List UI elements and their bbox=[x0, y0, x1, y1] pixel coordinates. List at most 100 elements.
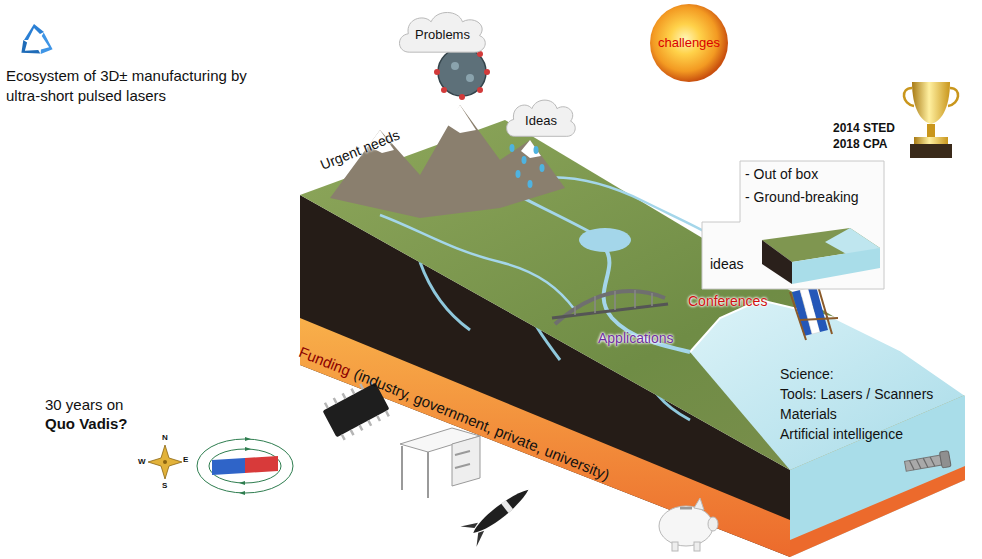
magnet-icon bbox=[197, 437, 293, 495]
snow-cap bbox=[521, 140, 541, 158]
rocket-fin bbox=[470, 529, 489, 547]
river bbox=[380, 215, 575, 310]
question-line: 30 years on bbox=[45, 396, 123, 414]
sun-disc bbox=[650, 4, 728, 82]
desk-legs bbox=[402, 446, 470, 498]
piggy-body bbox=[659, 506, 713, 546]
trophy-handle bbox=[904, 88, 958, 106]
snow-cap bbox=[446, 105, 476, 133]
compass-letter: E bbox=[183, 455, 188, 465]
question-line: Quo Vadis? bbox=[45, 415, 128, 433]
raindrop bbox=[522, 156, 527, 164]
science-item: Artificial intelligence bbox=[780, 426, 903, 443]
rocket-band bbox=[501, 500, 513, 513]
coast-foam bbox=[690, 300, 965, 395]
raindrop bbox=[516, 170, 521, 178]
sea-surface bbox=[690, 300, 965, 470]
virus-spike bbox=[484, 69, 490, 75]
trophy-base bbox=[914, 137, 948, 144]
piggy-leg bbox=[694, 542, 700, 551]
inset-text: - Ground-breaking bbox=[745, 189, 859, 206]
beach-label: Conferences bbox=[688, 293, 767, 310]
raindrop bbox=[534, 146, 539, 154]
raindrop bbox=[510, 144, 515, 152]
magnet-north bbox=[245, 456, 278, 473]
science-heading: Science: bbox=[780, 366, 834, 383]
virus-spike bbox=[477, 87, 483, 93]
challenge-sun: challenges bbox=[648, 3, 730, 83]
piggy-ear bbox=[694, 498, 704, 510]
problem-cloud: Problems bbox=[395, 8, 490, 54]
inset-panel: - Out of box - Ground-breaking ideas bbox=[700, 160, 885, 290]
deck-chair-icon bbox=[790, 286, 838, 340]
node-label: Problems bbox=[415, 27, 470, 43]
compass-letter: N bbox=[162, 433, 168, 443]
mini-sea-face bbox=[792, 248, 880, 284]
piggy-leg bbox=[672, 542, 678, 551]
award-year: 2014 STED bbox=[833, 121, 895, 135]
compass-rose bbox=[148, 445, 182, 479]
piggy-bank-icon bbox=[659, 498, 718, 551]
inset-text: ideas bbox=[710, 256, 743, 273]
bridge-icon bbox=[552, 290, 668, 324]
magnet-south bbox=[212, 458, 245, 475]
compass-icon bbox=[148, 445, 182, 479]
piggy-slot bbox=[680, 507, 692, 510]
field-arrow bbox=[245, 437, 251, 441]
inset-text: - Out of box bbox=[745, 166, 818, 183]
desk-icon bbox=[400, 428, 480, 498]
field-arrow bbox=[239, 491, 245, 495]
trophy-stem bbox=[927, 124, 935, 138]
field-line bbox=[197, 439, 293, 493]
field-line bbox=[209, 449, 281, 483]
bridge-label: Applications bbox=[598, 330, 674, 347]
bridge-strut bbox=[575, 290, 652, 315]
virus-spike bbox=[459, 94, 465, 100]
compass-letter: W bbox=[138, 457, 146, 467]
idea-cloud: Ideas bbox=[503, 96, 579, 138]
rocket-icon bbox=[460, 480, 536, 547]
lava-band bbox=[790, 466, 965, 557]
rocket-fin bbox=[460, 517, 479, 535]
virus-spike bbox=[441, 87, 447, 93]
science-item: Materials bbox=[780, 406, 837, 423]
virus-spot bbox=[466, 74, 474, 82]
lake bbox=[579, 228, 631, 252]
node-label: Ideas bbox=[525, 113, 557, 129]
screw-shaft bbox=[905, 455, 942, 471]
compass-center bbox=[163, 460, 167, 464]
science-item: Tools: Lasers / Scanners bbox=[780, 386, 933, 403]
piggy-snout bbox=[708, 517, 718, 531]
raindrop bbox=[540, 164, 545, 172]
trophy-cup bbox=[912, 82, 950, 124]
trophy-plinth bbox=[910, 144, 952, 158]
screw-thread bbox=[909, 456, 934, 470]
cloud-outline bbox=[507, 100, 576, 136]
virus-spot bbox=[451, 62, 459, 70]
award-year: 2018 CPA bbox=[833, 137, 887, 151]
screw-head bbox=[939, 451, 951, 468]
figure-title: Ecosystem of 3D± manufacturing by ultra-… bbox=[6, 66, 256, 105]
recycle-arrow bbox=[34, 33, 58, 58]
node-label: challenges bbox=[658, 35, 720, 51]
compass-letter: S bbox=[162, 481, 167, 491]
inset-frame bbox=[702, 161, 884, 289]
cloud-outline bbox=[399, 12, 485, 52]
virus-spike bbox=[434, 69, 440, 75]
recycle-arrow bbox=[24, 24, 44, 40]
bridge-deck bbox=[552, 304, 668, 318]
field-arrow bbox=[239, 481, 245, 485]
desk-drawers bbox=[452, 436, 480, 486]
raindrops bbox=[510, 144, 545, 188]
recycle-arrow bbox=[16, 36, 40, 61]
raindrop bbox=[528, 180, 533, 188]
rocket-body bbox=[470, 485, 533, 538]
trophy-icon bbox=[904, 82, 958, 158]
screw-icon bbox=[904, 451, 951, 475]
mini-soil bbox=[762, 240, 792, 284]
recycle-icon bbox=[16, 24, 57, 61]
virus-body bbox=[438, 48, 486, 96]
chair-frame bbox=[790, 286, 838, 340]
field-arrow bbox=[245, 447, 251, 451]
